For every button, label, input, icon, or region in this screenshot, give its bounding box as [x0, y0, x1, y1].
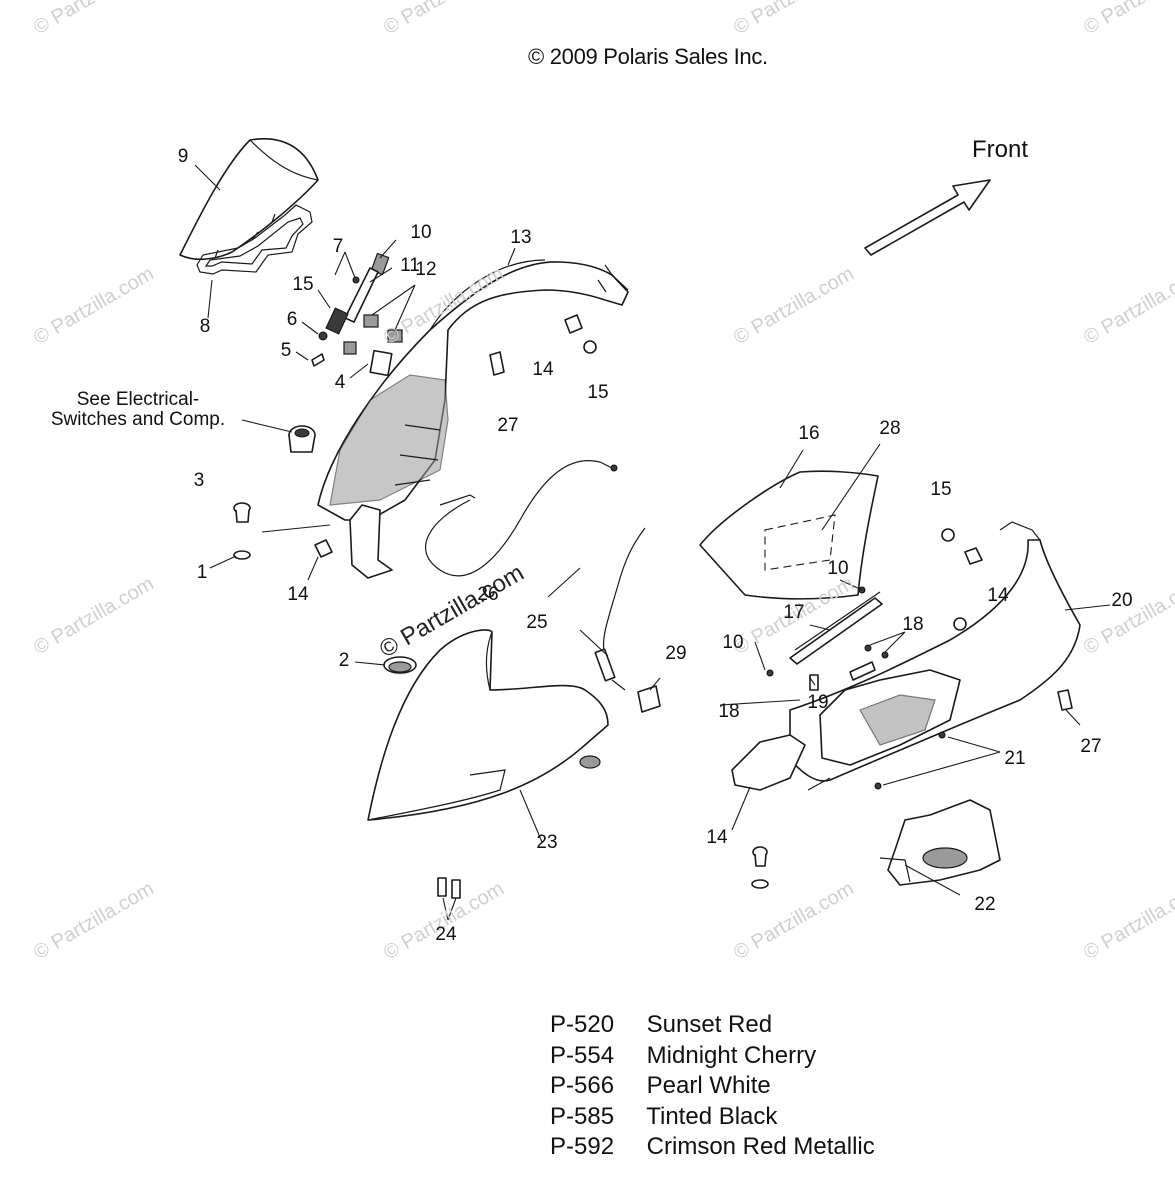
paint-color-name: Tinted Black	[646, 1102, 778, 1130]
callout-number: 25	[526, 612, 548, 633]
paint-code: P-592	[550, 1133, 615, 1160]
callout-number: 10	[827, 558, 849, 579]
callout-number: 16	[798, 423, 820, 444]
callout-number: 4	[334, 372, 346, 393]
bolt-washer-lower	[751, 846, 769, 889]
callout-number: 15	[292, 274, 314, 295]
callout-number: 18	[902, 614, 924, 635]
paint-code-row: P-520 Sunset Red	[550, 1010, 875, 1041]
paint-code: P-566	[550, 1072, 615, 1099]
callout-number: 13	[510, 227, 532, 248]
callout-number: 27	[497, 415, 519, 436]
callout-number: 18	[718, 701, 740, 722]
callout-number: 27	[1080, 736, 1102, 757]
part-8-gasket	[196, 204, 313, 275]
callout-number: 20	[1111, 590, 1133, 611]
part-3-bolt-left	[233, 502, 251, 523]
callout-number: 10	[722, 632, 744, 653]
callout-number: 12	[415, 259, 437, 280]
part-26-cable	[425, 460, 618, 577]
part-21-pins	[874, 731, 946, 790]
part-17-latch-bar	[766, 586, 883, 677]
callout-number: 14	[987, 585, 1009, 606]
callout-number: 14	[706, 827, 728, 848]
callout-number: 2	[338, 650, 350, 671]
paint-code-row: P-566 Pearl White	[550, 1071, 875, 1102]
callout-number: 15	[930, 479, 952, 500]
electrical-switch-component	[288, 425, 316, 453]
paint-code-row: P-554 Midnight Cherry	[550, 1041, 875, 1072]
reference-note-line-2: Switches and Comp.	[50, 409, 226, 430]
callout-leader-lines	[194, 164, 1111, 921]
paint-color-name: Sunset Red	[646, 1011, 773, 1038]
callout-number: 28	[879, 418, 901, 439]
callout-number: 11	[400, 255, 420, 276]
part-27-clips	[489, 351, 1073, 711]
part-9-seat-cushion	[179, 138, 319, 261]
paint-color-name: Midnight Cherry	[646, 1041, 817, 1069]
paint-color-name: Crimson Red Metallic	[646, 1133, 875, 1160]
electrical-reference-note: See Electrical- Switches and Comp.	[28, 390, 248, 430]
callout-number: 22	[974, 894, 996, 915]
reference-note-line-1: See Electrical-	[76, 389, 200, 410]
paint-color-name: Pearl White	[646, 1072, 771, 1099]
callout-number: 1	[196, 562, 208, 583]
callout-number: 8	[199, 316, 211, 337]
switch-bracket-assembly	[311, 252, 403, 377]
paint-code: P-554	[550, 1041, 615, 1069]
callout-number: 9	[177, 146, 189, 167]
part-13-console-housing	[317, 259, 629, 579]
callout-number: 10	[410, 222, 432, 243]
callout-number: 3	[193, 470, 205, 491]
part-23-lower-cover	[367, 629, 609, 821]
paint-code-row: P-592 Crimson Red Metallic	[550, 1132, 875, 1163]
part-15-screws	[583, 340, 967, 631]
callout-number: 6	[286, 309, 298, 330]
callout-number: 15	[587, 382, 609, 403]
paint-code-row: P-585 Tinted Black	[550, 1102, 875, 1133]
paint-code-legend: P-520 Sunset Red P-554 Midnight Cherry P…	[550, 1010, 875, 1163]
callout-number: 29	[665, 643, 687, 664]
front-direction-arrow	[864, 179, 991, 256]
part-1-washer-left	[233, 550, 251, 560]
part-25-cable	[594, 527, 646, 691]
part-16-storage-lid	[699, 470, 879, 600]
paint-code: P-520	[550, 1011, 615, 1038]
part-22-cup-holder	[879, 799, 1001, 886]
callout-number: 14	[287, 584, 309, 605]
part-18-19-small-hardware	[809, 644, 889, 691]
callout-number: 21	[1004, 748, 1026, 769]
part-24-fasteners	[437, 877, 461, 899]
callout-number: 24	[435, 924, 457, 945]
callout-number: 26	[477, 584, 499, 605]
paint-code: P-585	[550, 1102, 615, 1130]
callout-number: 17	[783, 602, 805, 623]
part-20-right-console	[731, 521, 1081, 791]
callout-number: 14	[532, 359, 554, 380]
callout-number: 5	[280, 340, 292, 361]
callout-number: 23	[536, 832, 558, 853]
callout-number: 7	[332, 236, 344, 257]
part-2-grommet	[383, 656, 417, 674]
part-29-bracket	[637, 685, 661, 713]
copyright-notice: © 2009 Polaris Sales Inc.	[528, 44, 768, 69]
front-direction-label: Front	[972, 136, 1029, 163]
callout-number: 19	[807, 692, 829, 713]
